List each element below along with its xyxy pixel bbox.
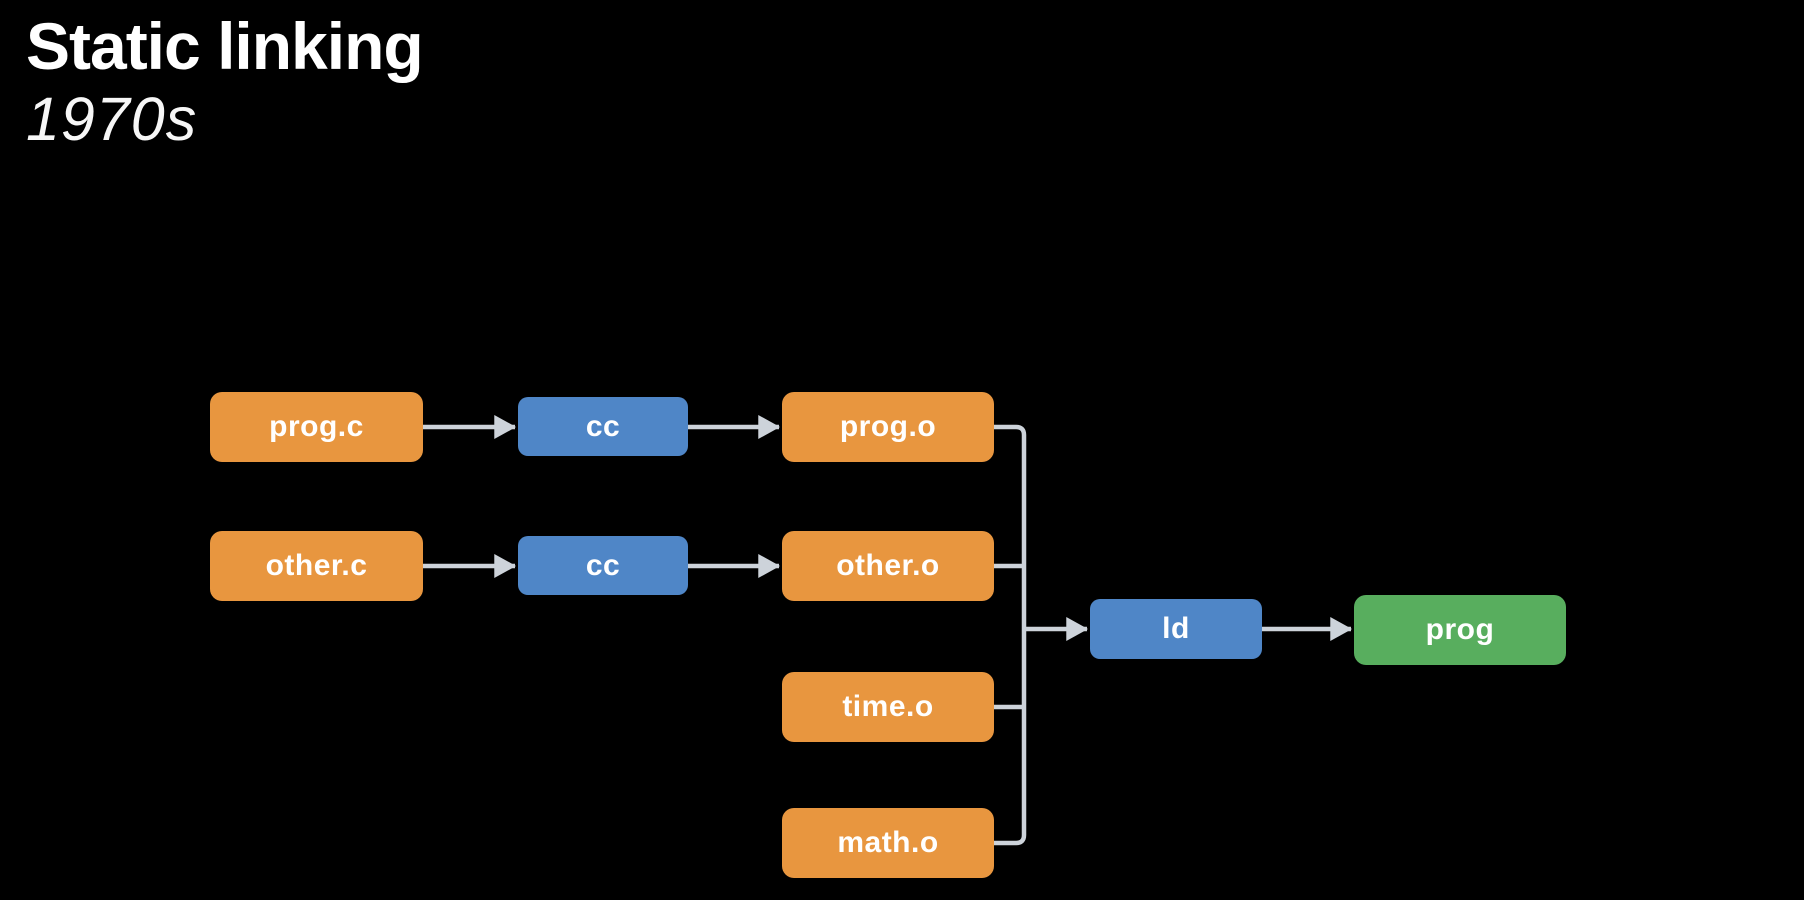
node-cc-compile-prog: cc [518, 397, 688, 456]
node-prog: prog [1354, 595, 1566, 665]
node-math-o: math.o [782, 808, 994, 878]
node-other-c: other.c [210, 531, 423, 601]
node-time-o: time.o [782, 672, 994, 742]
page-subtitle: 1970s [26, 85, 198, 153]
node-prog-c: prog.c [210, 392, 423, 462]
node-other-o: other.o [782, 531, 994, 601]
node-ld: ld [1090, 599, 1262, 659]
bus-line-prog-o-math-o [994, 424, 1027, 846]
slide-header: Static linking 1970s [26, 6, 424, 153]
node-cc-compile-other: cc [518, 536, 688, 595]
node-prog-o: prog.o [782, 392, 994, 462]
page-title: Static linking [26, 9, 424, 83]
